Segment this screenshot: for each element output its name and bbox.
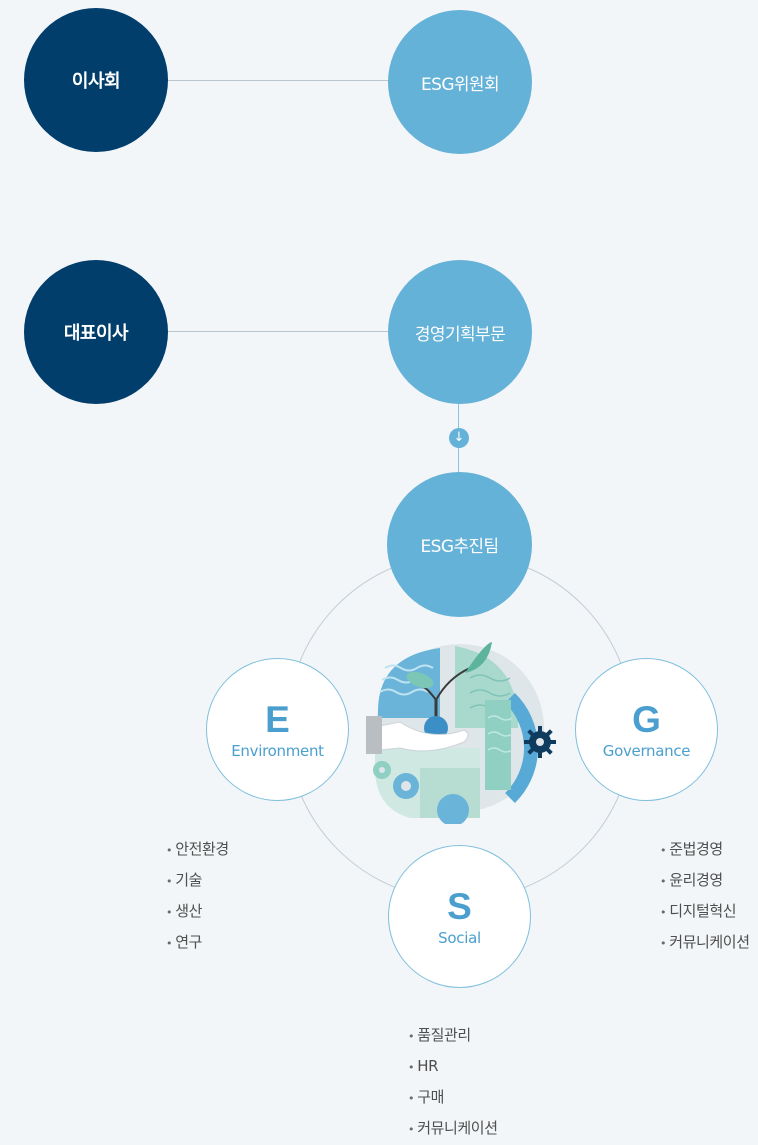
list-item: 생산 [166, 896, 229, 927]
social-word: Social [438, 928, 481, 947]
list-item: 연구 [166, 927, 229, 958]
connector-line-mid [166, 331, 392, 332]
governance-letter: G [632, 698, 661, 740]
governance-list: 준법경영 윤리경영 디지털혁신 커뮤니케이션 [660, 834, 758, 958]
board-node: 이사회 [24, 8, 168, 152]
connector-line-top [166, 80, 392, 81]
ceo-label: 대표이사 [63, 323, 129, 344]
board-label: 이사회 [71, 71, 121, 92]
esg-team-label: ESG추진팀 [420, 537, 499, 557]
social-list: 품질관리 HR 구매 커뮤니케이션 [408, 1020, 498, 1144]
esg-committee-node: ESG위원회 [388, 10, 532, 154]
environment-pillar: E Environment [206, 658, 349, 801]
environment-list: 안전환경 기술 생산 연구 [166, 834, 229, 958]
environment-letter: E [265, 698, 290, 740]
list-item: 커뮤니케이션 [408, 1113, 498, 1144]
list-item: 구매 [408, 1082, 498, 1113]
list-item: 준법경영 [660, 834, 758, 865]
esg-illustration [366, 642, 556, 824]
management-planning-label: 경영기획부문 [414, 324, 506, 345]
social-pillar: S Social [388, 845, 531, 988]
esg-committee-label: ESG위원회 [420, 74, 500, 95]
governance-pillar: G Governance [575, 658, 718, 801]
list-item: HR [408, 1051, 498, 1082]
list-item: 안전환경 [166, 834, 229, 865]
list-item: 품질관리 [408, 1020, 498, 1051]
social-letter: S [447, 885, 472, 927]
esg-team-node: ESG추진팀 [387, 472, 532, 617]
environment-word: Environment [231, 741, 324, 760]
list-item: 커뮤니케이션 [660, 927, 758, 958]
arrow-down-icon: ↓ [449, 428, 469, 448]
ceo-node: 대표이사 [24, 260, 168, 404]
governance-word: Governance [602, 741, 691, 760]
list-item: 기술 [166, 865, 229, 896]
list-item: 윤리경영 [660, 865, 758, 896]
management-planning-node: 경영기획부문 [388, 260, 532, 404]
list-item: 디지털혁신 [660, 896, 758, 927]
